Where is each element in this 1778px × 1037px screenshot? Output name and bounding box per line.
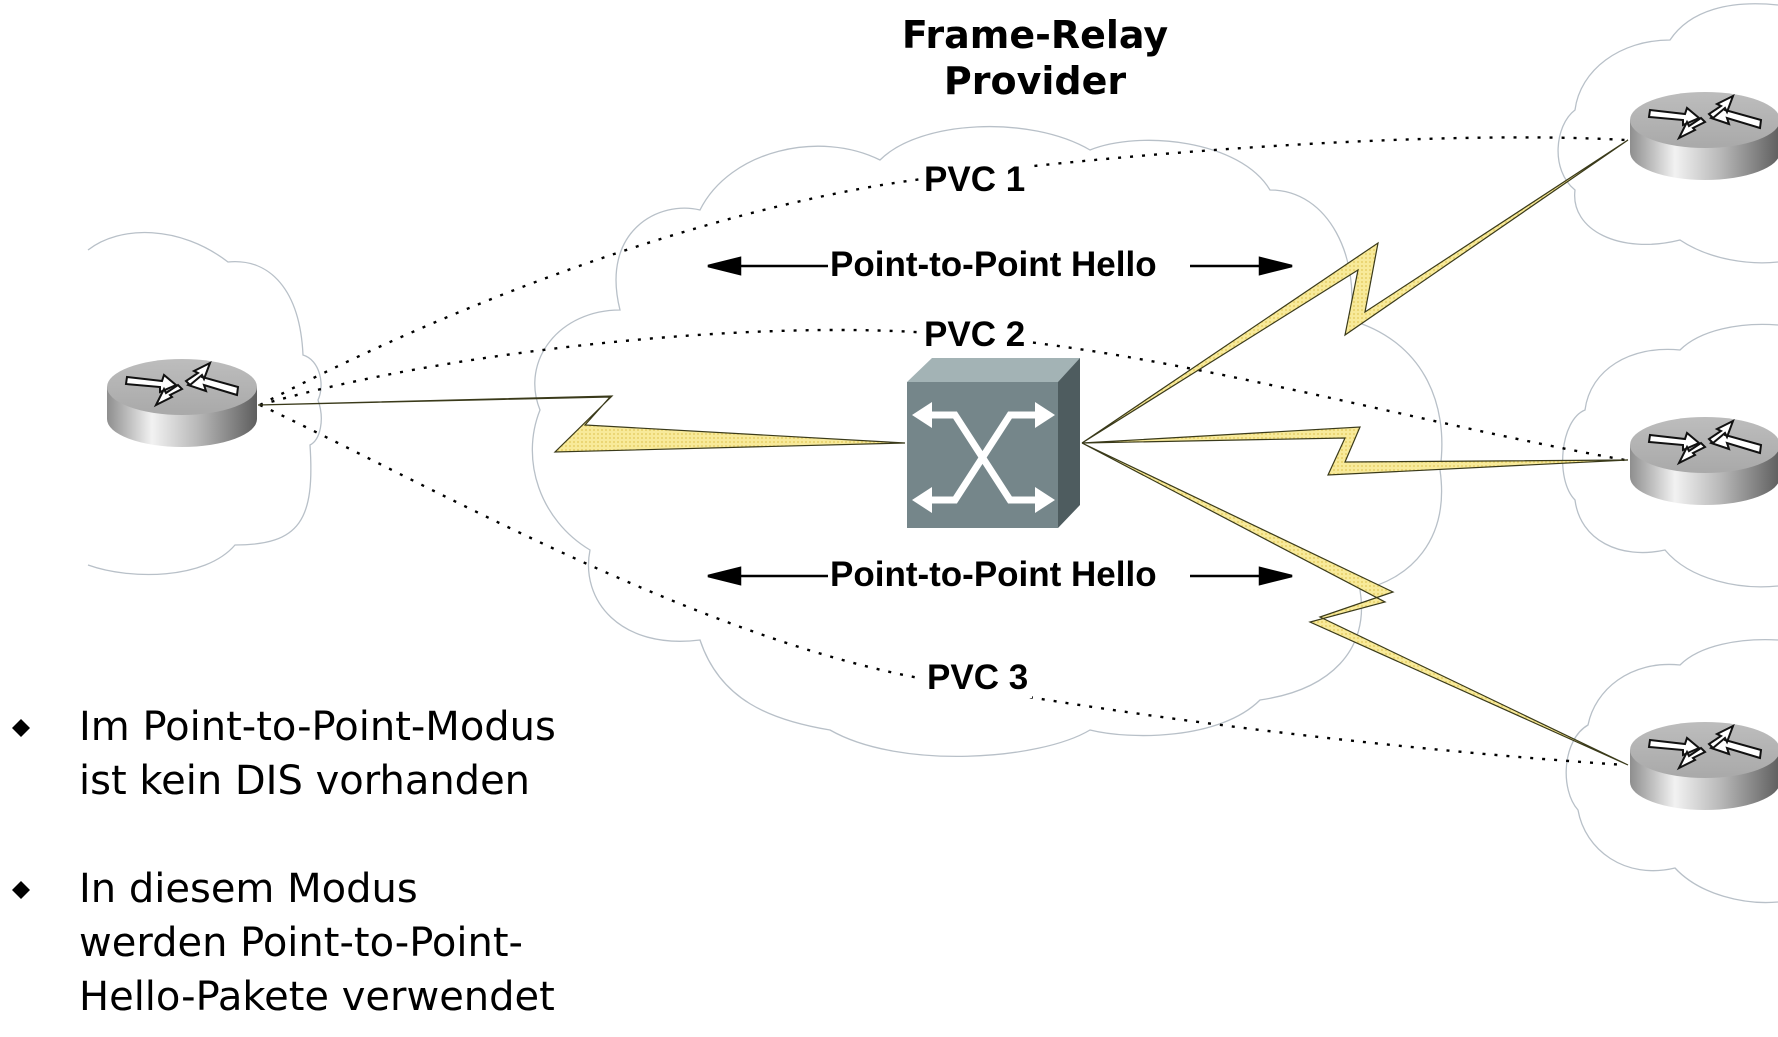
hub-router-icon [106, 358, 258, 448]
pvc-1-label: PVC 1 [920, 160, 1030, 200]
spoke-router-1-icon [1629, 91, 1778, 181]
left-cloud [87, 231, 322, 576]
bullet-text: In diesem Modus werden Point-to-Point- H… [79, 866, 555, 1020]
serial-link-spoke-2 [1081, 426, 1629, 476]
bullet-text: Im Point-to-Point-Modus ist kein DIS vor… [79, 704, 556, 804]
pvc-3-label: PVC 3 [923, 658, 1033, 698]
right-cloud-top [1557, 3, 1778, 264]
pvc-2-label: PVC 2 [920, 315, 1030, 355]
diagram-title-line-1: Frame-Relay [901, 13, 1169, 57]
serial-link-spoke-3 [1081, 442, 1629, 766]
hello-label-top: Point-to-Point Hello [828, 245, 1159, 285]
diagram-title-line-2: Provider [943, 59, 1127, 103]
right-cloud-middle [1562, 323, 1778, 588]
spoke-router-3-icon [1629, 721, 1778, 811]
serial-link-spoke-1 [1081, 139, 1629, 444]
right-cloud-bottom [1565, 639, 1778, 904]
serial-link-hub [257, 395, 906, 453]
hello-label-bottom: Point-to-Point Hello [828, 555, 1159, 595]
frame-relay-switch-icon [907, 358, 1080, 528]
serial-links [257, 139, 1629, 766]
diamond-bullet-icon [12, 719, 30, 737]
hello-arrows [707, 256, 1293, 586]
diamond-bullet-icon [12, 881, 30, 899]
spoke-router-2-icon [1629, 416, 1778, 506]
